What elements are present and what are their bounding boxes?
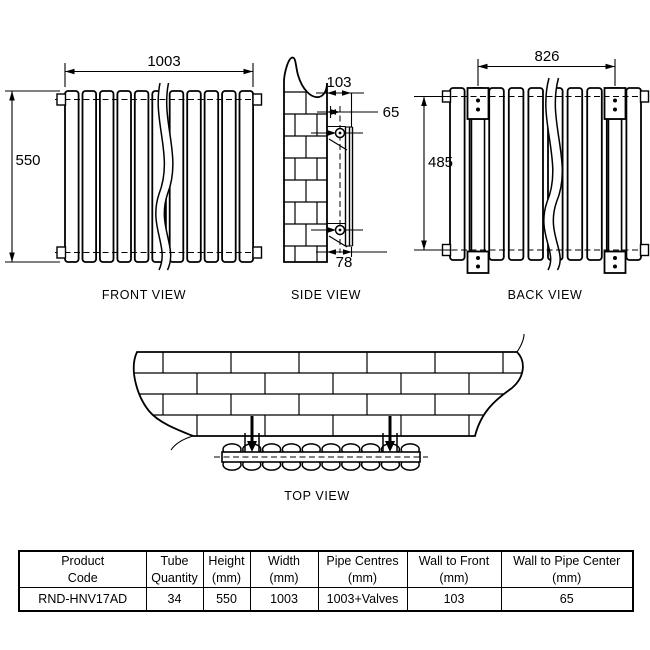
top-view-caption: TOP VIEW [284, 489, 349, 503]
top-wall-break-flick-left [170, 435, 194, 451]
front-break-line [155, 82, 174, 271]
front-height-label: 550 [15, 152, 40, 169]
wall-to-front-value: 103 [406, 587, 502, 612]
back-bracket-height-dimension: 485 [414, 95, 453, 251]
back-bracket-height-label: 485 [428, 154, 453, 171]
back-view-caption: BACK VIEW [508, 288, 583, 302]
side-wall-to-pipe-dimension: 65 [317, 104, 399, 121]
side-bottom-dimension: 78 [316, 249, 387, 271]
col-header-wall-to-front: Wall to Front(mm) [406, 550, 502, 588]
front-view-drawing: 1003 550 FRONT VIEW [5, 53, 263, 302]
front-width-label: 1003 [147, 53, 180, 70]
front-view-caption: FRONT VIEW [102, 288, 186, 302]
top-right-wall-bracket [382, 416, 398, 452]
back-view-drawing: 826 485 BACK VIEW [414, 48, 650, 302]
height-value: 550 [202, 587, 251, 612]
col-header-wall-to-pipe-center: Wall to Pipe Center(mm) [500, 550, 634, 588]
side-wall-bricks [284, 91, 327, 262]
col-header-pipe-centres: Pipe Centres(mm) [317, 550, 408, 588]
side-view-drawing: 103 65 78 SIDE VIEW [283, 56, 399, 302]
side-radiator-profile [311, 93, 363, 257]
wall-to-pipe-center-value: 65 [500, 587, 634, 612]
top-view-drawing: TOP VIEW [132, 333, 525, 503]
drawing-canvas: 1003 550 FRONT VIEW [5, 48, 650, 503]
back-break-line [543, 77, 564, 271]
front-width-dimension: 1003 [64, 53, 254, 87]
spec-data-row: RND-HNV17AD 34 550 1003 1003+Valves 103 … [18, 587, 634, 612]
front-pipe-end-caps [56, 93, 263, 259]
top-wall-break-flick-right [516, 333, 525, 353]
top-left-wall-bracket [244, 416, 260, 452]
front-height-dimension: 550 [5, 90, 60, 263]
back-left-mounting-bracket [466, 87, 490, 274]
back-right-mounting-bracket [603, 87, 627, 274]
top-wall-bricks [133, 352, 523, 436]
product-code-value: RND-HNV17AD [18, 587, 147, 612]
side-bottom-label: 78 [336, 254, 353, 271]
front-tubes [64, 90, 255, 263]
col-header-width: Width(mm) [249, 550, 319, 588]
side-view-caption: SIDE VIEW [291, 288, 361, 302]
col-header-height: Height(mm) [202, 550, 251, 588]
pipe-centres-value: 1003+Valves [317, 587, 408, 612]
side-wall-to-front-dimension: 103 [316, 74, 364, 96]
back-bracket-span-label: 826 [534, 48, 559, 65]
width-value: 1003 [249, 587, 319, 612]
tube-quantity-value: 34 [145, 587, 204, 612]
side-wall-to-front-label: 103 [326, 74, 351, 91]
side-wall-to-pipe-label: 65 [383, 104, 400, 121]
back-bracket-span-dimension: 826 [477, 48, 616, 86]
